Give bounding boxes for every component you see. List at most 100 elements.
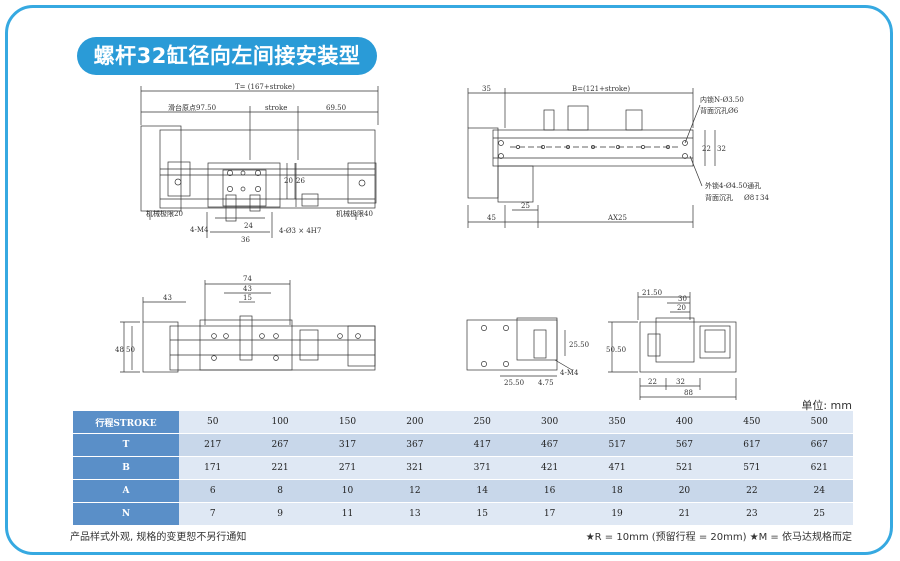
- drawing-bottom-right-labels: 21.50 30 20 50.50 22 32 88: [606, 289, 693, 397]
- table-cell: 21: [650, 502, 719, 526]
- table-cell: 350: [583, 411, 651, 434]
- table-cell: 16: [515, 479, 584, 503]
- dim-32-br: 32: [676, 378, 685, 386]
- drawing-bottom-left-labels: 74 43 15 43 48 50: [115, 275, 252, 354]
- page-title: 螺杆32缸径向左间接安装型: [77, 37, 377, 75]
- dim-4-75: 4.75: [538, 379, 554, 387]
- drawing-bottom-left: [120, 280, 376, 373]
- table-cell: 371: [448, 456, 516, 480]
- table-cell: 13: [381, 502, 449, 526]
- dim-48: 48: [115, 346, 124, 354]
- dim-88: 88: [684, 389, 693, 397]
- table-cell: 14: [448, 479, 516, 503]
- table-cell: 150: [313, 411, 382, 434]
- dim-21-50: 21.50: [642, 289, 662, 297]
- dim-22-br: 22: [648, 378, 657, 386]
- table-cell: 18: [583, 479, 651, 503]
- dim-32: 32: [717, 145, 726, 153]
- dim-43a: 43: [243, 285, 252, 293]
- dim-t: T= (167+stroke): [235, 83, 295, 91]
- dim-22: 22: [702, 145, 711, 153]
- table-cell: 171: [179, 456, 247, 480]
- table-cell: 471: [583, 456, 651, 480]
- table-cell: 17: [515, 502, 584, 526]
- table-cell: 517: [583, 433, 651, 457]
- unit-label: 单位: mm: [801, 399, 852, 412]
- dim-20: 20: [284, 177, 293, 185]
- dim-69: 69.50: [326, 104, 346, 112]
- drawing-bottom-mid: [466, 317, 573, 377]
- table-cell: 617: [718, 433, 786, 457]
- dim-30: 30: [678, 295, 687, 303]
- table-cell: 667: [785, 433, 853, 457]
- table-cell: 467: [515, 433, 584, 457]
- table-cell: 221: [246, 456, 314, 480]
- table-cell: 521: [650, 456, 719, 480]
- table-cell: 217: [179, 433, 247, 457]
- table-cell: 15: [448, 502, 516, 526]
- dim-50-50: 50.50: [606, 346, 626, 354]
- label-limit-left: 机械极限20: [146, 209, 183, 218]
- table-cell: 200: [381, 411, 449, 434]
- table-cell: 100: [246, 411, 314, 434]
- table-cell: 621: [785, 456, 853, 480]
- table-cell: 25: [785, 502, 853, 526]
- drawing-bottom-right: [608, 292, 737, 400]
- dim-20-br: 20: [677, 304, 686, 312]
- table-cell: 22: [718, 479, 786, 503]
- table-cell: 567: [650, 433, 719, 457]
- row-header: B: [73, 456, 179, 480]
- table-cell: 6: [179, 479, 247, 503]
- row-header: T: [73, 433, 179, 457]
- dim-b: B=(121+stroke): [572, 85, 630, 93]
- table-cell: 271: [313, 456, 382, 480]
- table-cell: 250: [448, 411, 516, 434]
- label-hole: 4-Ø3 × 4H7: [279, 227, 321, 235]
- outer-frame: [5, 5, 893, 555]
- drawing-bottom-mid-labels: 25.50 4.75 4-M4 25.50: [504, 341, 589, 387]
- table-cell: 267: [246, 433, 314, 457]
- table-cell: 11: [313, 502, 382, 526]
- row-header: A: [73, 479, 179, 503]
- table-cell: 300: [515, 411, 584, 434]
- table-cell: 8: [246, 479, 314, 503]
- table-cell: 10: [313, 479, 382, 503]
- table-cell: 421: [515, 456, 584, 480]
- table-cell: 50: [179, 411, 247, 434]
- table-cell: 450: [718, 411, 786, 434]
- table-cell: 12: [381, 479, 449, 503]
- table-cell: 400: [650, 411, 719, 434]
- drawing-top-left-labels: T= (167+stroke) 滑台原点97.50 stroke 69.50 2…: [146, 83, 373, 244]
- label-inner-counter: 背面沉孔Ø6: [700, 106, 739, 115]
- label-limit-right: 机械极限40: [336, 209, 373, 218]
- table-cell: 417: [448, 433, 516, 457]
- drawing-top-left: [140, 86, 379, 238]
- dim-74: 74: [243, 275, 252, 283]
- label-m4-mid: 4-M4: [560, 369, 579, 377]
- table-cell: 571: [718, 456, 786, 480]
- dim-36: 36: [241, 236, 250, 244]
- drawing-top-right-labels: 35 B=(121+stroke) 内锁N-Ø3.50 背面沉孔Ø6 外锁4-Ø…: [482, 85, 770, 222]
- dim-ax25: AX25: [607, 214, 627, 222]
- dim-25-50: 25.50: [504, 379, 524, 387]
- table-cell: 9: [246, 502, 314, 526]
- dim-43b: 43: [163, 294, 172, 302]
- label-outer-counter: 背面沉孔: [705, 193, 733, 202]
- dim-25: 25: [521, 202, 530, 210]
- dim-45: 45: [487, 214, 496, 222]
- dim-35: 35: [482, 85, 491, 93]
- table-cell: 7: [179, 502, 247, 526]
- dim-26: 26: [296, 177, 305, 185]
- drawing-top-right: [467, 88, 716, 228]
- table-cell: 24: [785, 479, 853, 503]
- row-header: 行程STROKE: [73, 411, 179, 434]
- label-inner-hole: 内锁N-Ø3.50: [700, 95, 744, 104]
- table-cell: 317: [313, 433, 382, 457]
